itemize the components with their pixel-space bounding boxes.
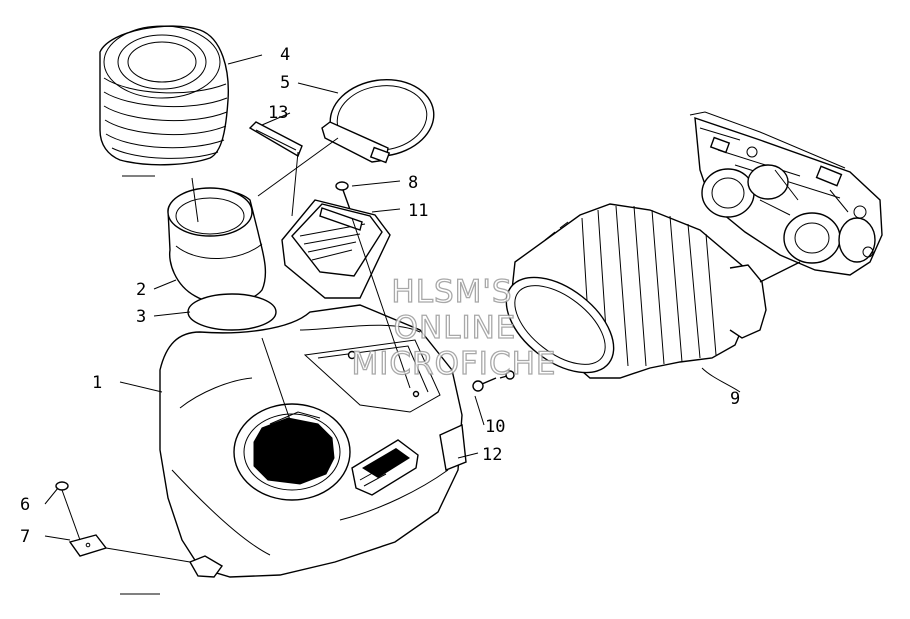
watermark-line-1: HLSM'S [391, 274, 512, 310]
bolt-pair [472, 370, 515, 392]
callout-7: 7 [20, 527, 30, 547]
callout-2: 2 [136, 280, 146, 300]
callout-4: 4 [280, 45, 290, 65]
intake-adapter [167, 187, 267, 305]
callout-3: 3 [136, 307, 146, 327]
callout-5: 5 [280, 73, 290, 93]
bracket [281, 199, 391, 299]
mounting-plate [68, 534, 108, 557]
intake-boot [505, 203, 801, 379]
callout-10: 10 [485, 417, 505, 437]
callout-1: 1 [92, 373, 102, 393]
screw [335, 181, 353, 216]
callout-9: 9 [730, 389, 740, 409]
bellows-boot [99, 25, 229, 166]
label-strip [248, 121, 303, 158]
watermark: HLSM'S ONLINE MICROFICHE [351, 273, 557, 382]
warning-decal [351, 439, 419, 496]
gasket [187, 293, 277, 331]
callout-labels: 1 2 3 4 5 6 7 8 9 10 11 12 13 [20, 45, 740, 547]
callout-13: 13 [268, 103, 288, 123]
watermark-line-2: ONLINE [394, 310, 517, 346]
callout-6: 6 [20, 495, 30, 515]
watermark-line-3: MICROFICHE [352, 346, 557, 382]
callout-12: 12 [482, 445, 502, 465]
hose-clamp [321, 78, 435, 164]
callout-8: 8 [408, 173, 418, 193]
air-silencer-housing [159, 304, 467, 578]
carburetor-assembly [689, 111, 883, 276]
callout-11: 11 [408, 201, 428, 221]
leader-lines [44, 54, 741, 595]
